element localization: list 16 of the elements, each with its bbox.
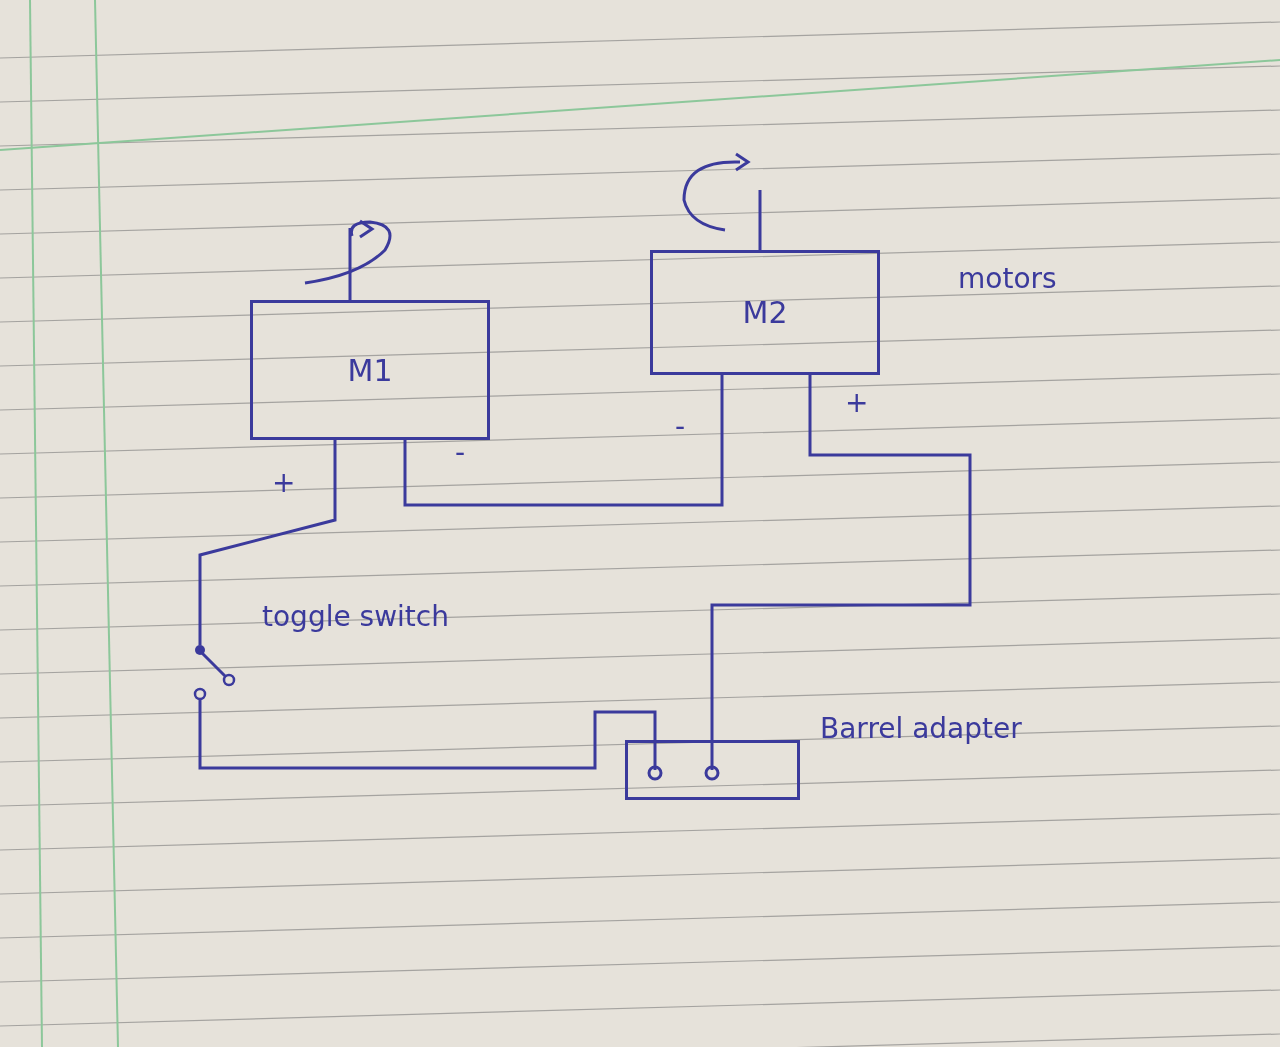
group-label: motors (958, 262, 1057, 296)
component-label: Barrel adapter (820, 712, 1023, 746)
motor-box (650, 250, 880, 375)
motor-box (250, 300, 490, 440)
barrel-adapter-box (625, 740, 800, 800)
polarity-sign: + (845, 386, 869, 420)
wire (198, 706, 657, 770)
motor-label: M1 (347, 352, 393, 388)
component-label: toggle switch (262, 600, 450, 634)
wire (403, 375, 724, 507)
wire (710, 375, 972, 740)
polarity-sign: + (272, 466, 296, 500)
motor-label: M2 (742, 295, 788, 330)
polarity-sign: - (675, 410, 686, 444)
polarity-sign: - (455, 436, 466, 470)
wire (198, 440, 337, 636)
